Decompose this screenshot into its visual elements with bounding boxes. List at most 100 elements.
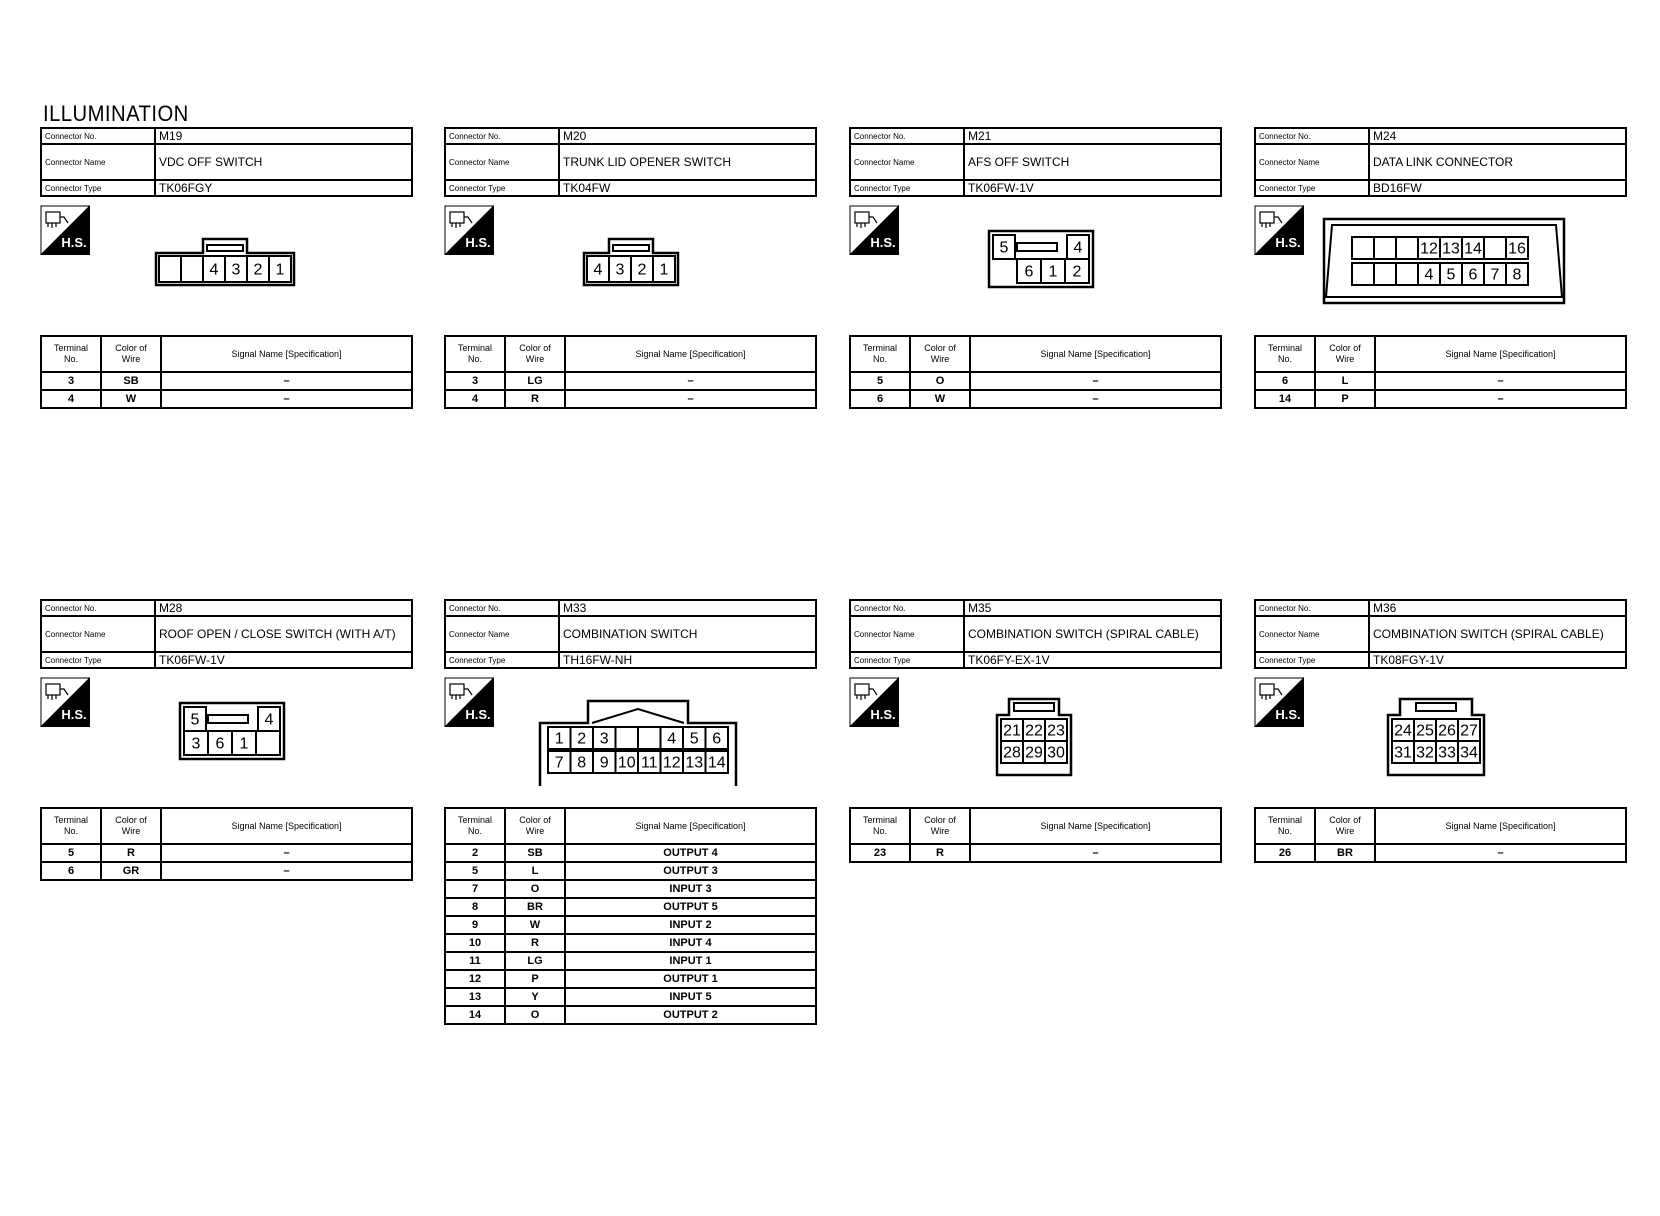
pin: 6 <box>712 731 721 748</box>
hs-icon-border <box>849 677 899 727</box>
wire-color: R <box>909 843 971 863</box>
wire-color: R <box>504 389 566 409</box>
terminal-no: 5 <box>849 371 911 391</box>
pin: 7 <box>555 755 564 772</box>
terminal-no: 3 <box>40 371 102 391</box>
signal-name: – <box>1374 843 1627 863</box>
hs-icon: H.S. <box>40 677 90 727</box>
hs-label: H.S. <box>465 707 490 722</box>
pin: 28 <box>1003 745 1021 762</box>
hs-icon-border <box>849 205 899 255</box>
wire-color: BR <box>1314 843 1376 863</box>
connector-header: Connector No. M21 Connector Name AFS OFF… <box>849 127 1222 197</box>
connector-no-label: Connector No. <box>444 599 560 617</box>
connector-housing <box>154 237 296 287</box>
hs-label: H.S. <box>61 707 86 722</box>
pin: 26 <box>1438 723 1456 740</box>
pin: 1 <box>1049 264 1058 281</box>
plug-icon <box>449 211 473 228</box>
plug-icon <box>449 683 473 700</box>
pin-cell <box>268 255 292 283</box>
terminal-no: 6 <box>849 389 911 409</box>
col-signal: Signal Name [Specification] <box>969 807 1222 845</box>
table-row: 11 LG INPUT 1 <box>444 951 817 971</box>
connector-type: TK04FW <box>558 179 817 197</box>
connector-name-label: Connector Name <box>40 143 156 181</box>
pin: 12 <box>1420 241 1438 258</box>
connector-name: DATA LINK CONNECTOR <box>1368 143 1627 181</box>
hs-icon: H.S. <box>1254 205 1304 255</box>
wire-color: W <box>100 389 162 409</box>
wire-color: LG <box>504 951 566 971</box>
connector-no-label: Connector No. <box>1254 127 1370 145</box>
connector-name-label: Connector Name <box>849 143 965 181</box>
hs-icon-border <box>444 205 494 255</box>
wire-color: O <box>504 879 566 899</box>
plug-icon <box>45 211 69 228</box>
connector-housing <box>178 701 286 761</box>
pin: 14 <box>1464 241 1482 258</box>
table-row: 23 R – <box>849 843 1222 863</box>
terminal-no: 26 <box>1254 843 1316 863</box>
terminal-no: 11 <box>444 951 506 971</box>
connector-type-label: Connector Type <box>1254 651 1370 669</box>
connector-no: M24 <box>1368 127 1627 145</box>
connector-name: COMBINATION SWITCH <box>558 615 817 653</box>
table-row: 14 P – <box>1254 389 1627 409</box>
table-row: 5 L OUTPUT 3 <box>444 861 817 881</box>
pin-cell <box>1351 236 1375 260</box>
pin: 1 <box>555 731 564 748</box>
signal-name: INPUT 5 <box>564 987 817 1007</box>
pin: 4 <box>667 731 676 748</box>
terminal-no: 6 <box>1254 371 1316 391</box>
hs-icon-bg <box>1254 677 1304 727</box>
lock-tab <box>612 244 650 252</box>
wire-color: O <box>909 371 971 391</box>
pin: 3 <box>616 262 625 279</box>
hs-icon-bg <box>1254 205 1304 255</box>
table-row: 10 R INPUT 4 <box>444 933 817 953</box>
hs-icon-bg <box>444 677 494 727</box>
terminal-no: 23 <box>849 843 911 863</box>
signal-name: INPUT 2 <box>564 915 817 935</box>
connector-housing <box>538 699 738 786</box>
hs-icon: H.S. <box>40 205 90 255</box>
pin: 7 <box>1491 267 1500 284</box>
connector-name: VDC OFF SWITCH <box>154 143 413 181</box>
connector-no-label: Connector No. <box>40 127 156 145</box>
pin: 4 <box>594 262 603 279</box>
pin: 4 <box>1425 267 1434 284</box>
connector-type-label: Connector Type <box>444 651 560 669</box>
pin: 5 <box>1000 240 1009 257</box>
pin: 23 <box>1047 723 1065 740</box>
pin: 6 <box>216 736 225 753</box>
terminal-no: 14 <box>444 1005 506 1025</box>
lock-tab <box>1415 702 1457 712</box>
connector-type-label: Connector Type <box>40 179 156 197</box>
signal-name: OUTPUT 4 <box>564 843 817 863</box>
pin-cell <box>1373 262 1397 286</box>
pin: 3 <box>232 262 241 279</box>
signal-name: – <box>160 371 413 391</box>
connector-panel-m24: Connector No. M24 Connector Name DATA LI… <box>1254 127 1627 409</box>
signal-name: INPUT 3 <box>564 879 817 899</box>
signal-name: INPUT 4 <box>564 933 817 953</box>
pin: 1 <box>240 736 249 753</box>
connector-no: M20 <box>558 127 817 145</box>
connector-panel-m33: Connector No. M33 Connector Name COMBINA… <box>444 599 817 1025</box>
hs-icon-bg <box>849 205 899 255</box>
signal-name: – <box>1374 389 1627 409</box>
connector-no: M35 <box>963 599 1222 617</box>
pin: 4 <box>1074 240 1083 257</box>
connector-type-label: Connector Type <box>849 179 965 197</box>
pin-cell <box>180 255 204 283</box>
